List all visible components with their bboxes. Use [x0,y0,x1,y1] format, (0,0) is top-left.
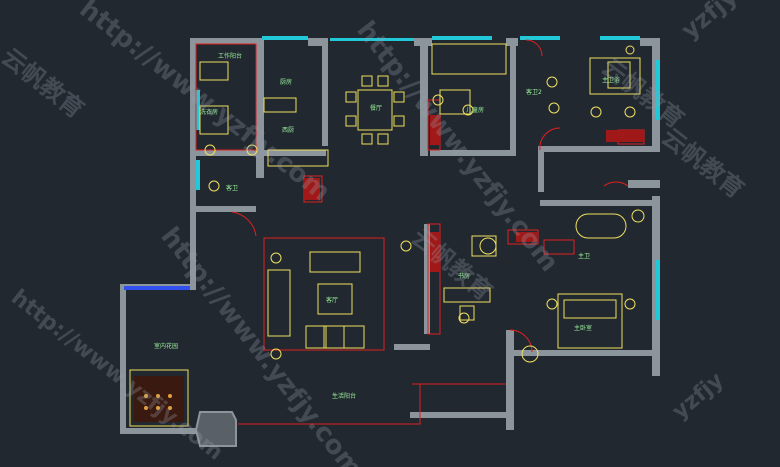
watermark-url: http://www.yzfjy.com [6,285,227,466]
label-work-balcony: 工作阳台 [218,52,242,60]
watermark-short: yzfjy [668,368,729,425]
label-indoor-garden: 室内花园 [154,342,178,350]
label-study: 书房 [458,272,470,280]
windows [124,36,660,320]
label-bath-2: 客卫2 [526,88,542,96]
watermark-brand: 云帆教育 [0,43,89,124]
label-kitchen: 厨房 [280,78,292,86]
fixtures [204,45,645,363]
furniture [129,43,641,427]
watermarks: http://www.yzfjy.com http://www.yzfjy.co… [0,0,749,467]
watermark-brand: 云帆教育 [596,53,689,134]
label-dining: 餐厅 [370,104,382,112]
label-master-bedroom: 主卧室 [574,324,592,332]
watermark-short: yzfjy [676,0,743,45]
garden-planters [134,376,184,422]
label-laundry: 洗衣房 [200,108,218,116]
label-west-kitchen: 西厨 [282,127,294,134]
room-labels: 工作阳台 厨房 餐厅 西厨 客卫 洗衣房 儿童房 客卫2 主卫浴 客厅 书房 主… [154,52,620,400]
label-guest-bath: 客卫 [226,184,238,192]
label-living-room: 客厅 [326,296,338,304]
cabinets [304,115,644,272]
label-master-bath: 主卫浴 [602,76,620,84]
label-master-bath-2: 主卫 [578,252,590,260]
label-children-room: 儿童房 [466,106,484,114]
label-living-balcony: 生活阳台 [332,392,356,400]
balcony-platform [194,411,237,447]
watermark-brand: 云帆教育 [656,123,749,204]
